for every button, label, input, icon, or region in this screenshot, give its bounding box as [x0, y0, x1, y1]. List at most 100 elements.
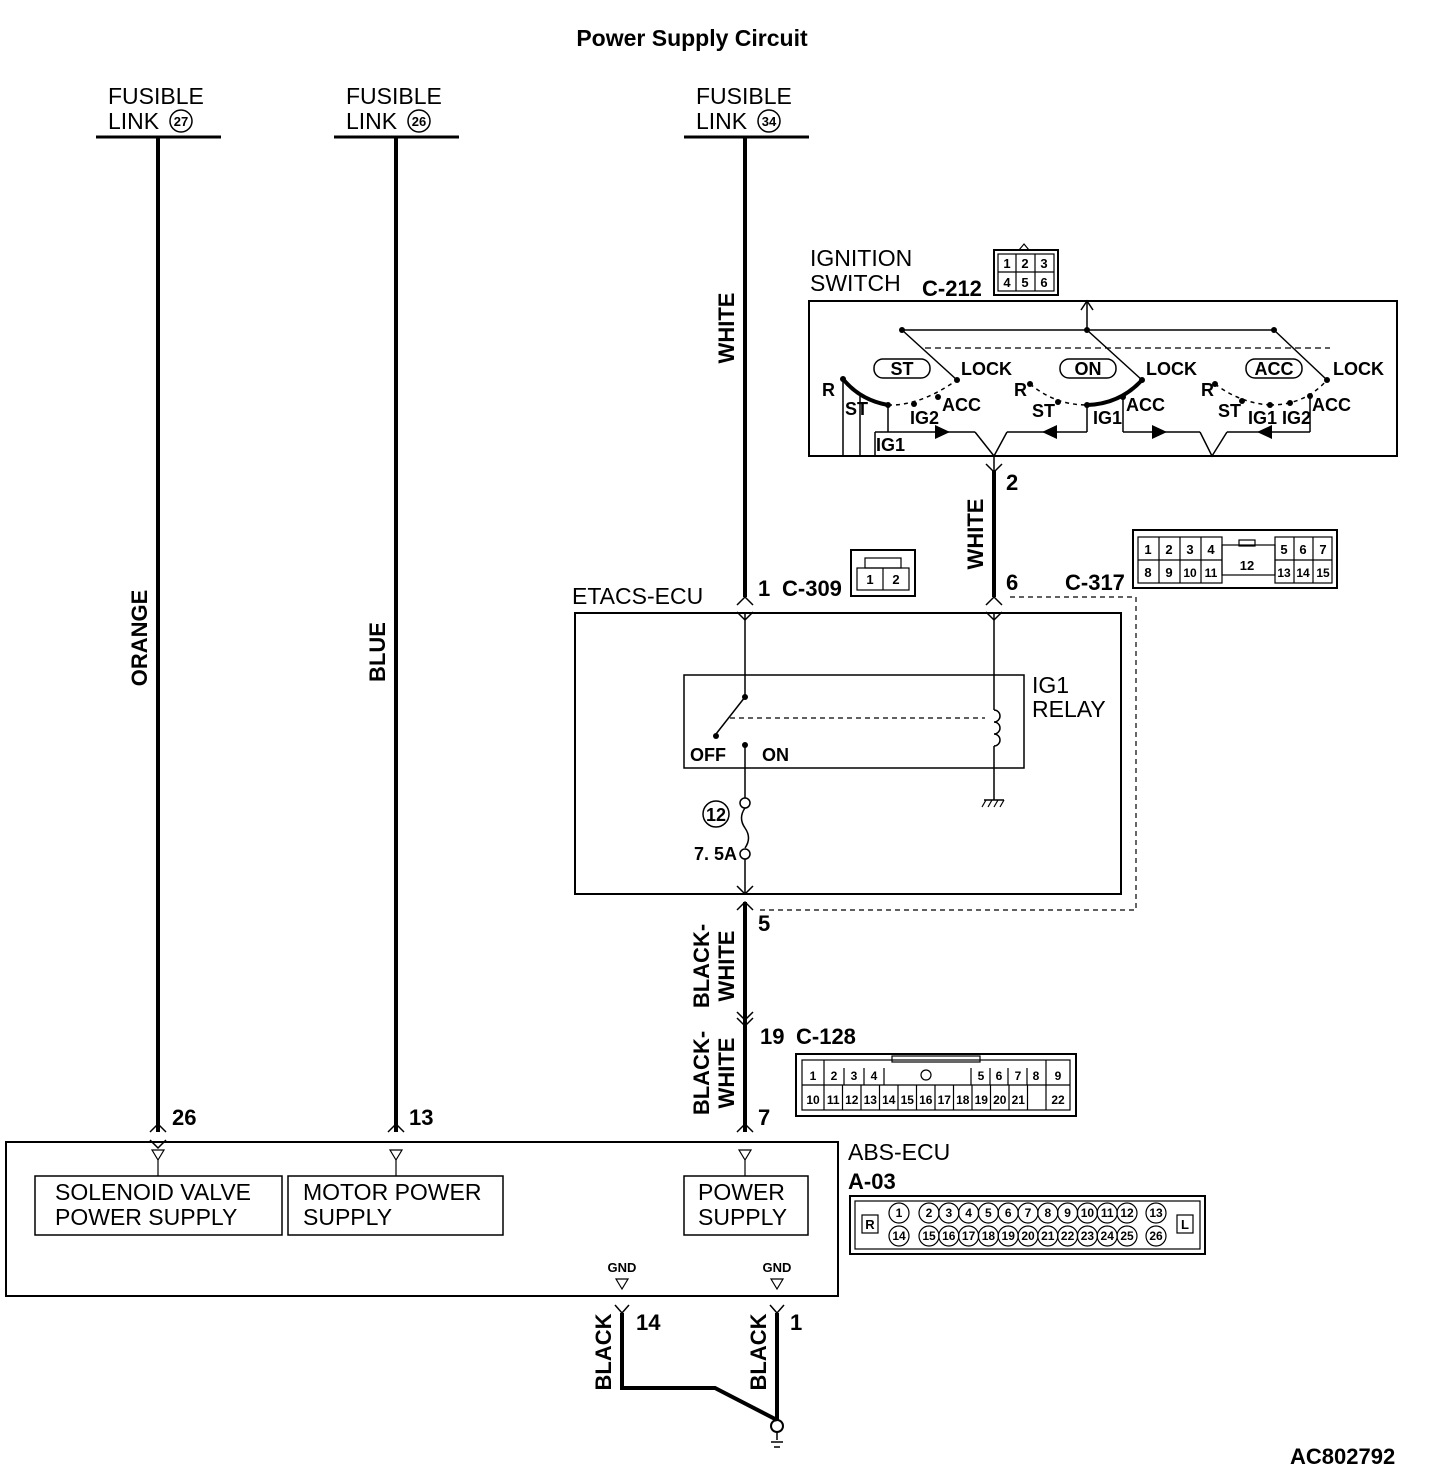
svg-text:LOCK: LOCK [1333, 359, 1384, 379]
svg-text:8: 8 [1144, 565, 1151, 580]
solenoid-valve-power-supply: SOLENOID VALVE POWER SUPPLY [34, 1175, 283, 1236]
c128-pin: 5 [978, 1069, 985, 1083]
c128-pin: 13 [864, 1093, 878, 1107]
c128-pin: 19 [975, 1093, 989, 1107]
svg-text:2: 2 [1165, 542, 1172, 557]
svg-text:9: 9 [1165, 565, 1172, 580]
svg-text:FUSIBLE: FUSIBLE [346, 83, 442, 109]
svg-text:LINK: LINK [696, 108, 748, 134]
a03-pin: 5 [985, 1206, 992, 1220]
svg-text:13: 13 [409, 1105, 433, 1130]
svg-text:GND: GND [608, 1260, 637, 1275]
connector-c309-label: C-309 [782, 576, 842, 601]
connector-c309: 1 2 [850, 549, 916, 597]
svg-text:14: 14 [636, 1310, 661, 1335]
svg-text:7: 7 [1319, 542, 1326, 557]
diagram-title: Power Supply Circuit [576, 25, 808, 51]
ig-switch-output-wire: 2 WHITE [963, 470, 1018, 597]
svg-text:IG1: IG1 [1093, 408, 1122, 428]
c128-pin: 6 [996, 1069, 1003, 1083]
c128-pin: 9 [1055, 1069, 1062, 1083]
a03-pin: 19 [1002, 1229, 1016, 1243]
connector-c317: 1 2 3 4 12 5 6 7 8 9 10 11 13 14 15 [1132, 529, 1338, 589]
svg-text:SOLENOID VALVE: SOLENOID VALVE [55, 1179, 251, 1205]
svg-text:ST: ST [1218, 401, 1241, 421]
a03-pin: 11 [1101, 1206, 1114, 1220]
svg-text:12: 12 [1240, 558, 1254, 573]
a03-pin: 24 [1101, 1229, 1115, 1243]
svg-text:27: 27 [174, 114, 188, 129]
svg-text:10: 10 [1183, 566, 1197, 580]
svg-text:IG2: IG2 [1282, 408, 1311, 428]
wire-color-orange: ORANGE [127, 590, 152, 687]
svg-text:BLACK-: BLACK- [689, 924, 714, 1008]
svg-text:LINK: LINK [346, 108, 398, 134]
c128-pin: 4 [871, 1069, 878, 1083]
svg-text:BLACK-: BLACK- [689, 1031, 714, 1115]
a03-pin: 21 [1041, 1229, 1055, 1243]
connector-c212-label: C-212 [922, 276, 982, 301]
a03-pin: 13 [1149, 1206, 1163, 1220]
svg-text:IGNITION: IGNITION [810, 245, 912, 271]
c128-pin: 18 [956, 1093, 970, 1107]
wire-color-blue: BLUE [365, 622, 390, 682]
svg-text:14: 14 [1296, 566, 1310, 580]
a03-pin: 15 [922, 1229, 936, 1243]
svg-text:ON: ON [762, 745, 789, 765]
power-supply-block: POWER SUPPLY [683, 1175, 809, 1236]
svg-text:2: 2 [1021, 256, 1028, 271]
svg-text:FUSIBLE: FUSIBLE [108, 83, 204, 109]
fusible-link-26: FUSIBLE LINK 26 BLUE [334, 83, 459, 1132]
a03-pin: 18 [982, 1229, 996, 1243]
svg-text:1: 1 [1144, 542, 1151, 557]
svg-text:R: R [865, 1217, 875, 1232]
svg-text:WHITE: WHITE [714, 1038, 739, 1109]
svg-text:2: 2 [892, 572, 899, 587]
svg-text:7. 5A: 7. 5A [694, 844, 737, 864]
c128-pin: 17 [938, 1093, 952, 1107]
svg-text:BLACK: BLACK [591, 1313, 616, 1390]
svg-text:19: 19 [760, 1024, 784, 1049]
svg-text:ST: ST [845, 399, 868, 419]
svg-text:BLACK: BLACK [746, 1313, 771, 1390]
svg-text:5: 5 [1021, 275, 1028, 290]
a03-pin: 10 [1081, 1206, 1095, 1220]
a03-pin: 23 [1081, 1229, 1095, 1243]
a03-pin: 8 [1044, 1206, 1051, 1220]
c128-pin: 12 [845, 1093, 859, 1107]
svg-text:SUPPLY: SUPPLY [303, 1204, 392, 1230]
svg-text:26: 26 [412, 114, 426, 129]
svg-text:26: 26 [172, 1105, 196, 1130]
connector-a03-label: A-03 [848, 1169, 896, 1194]
c128-pin: 22 [1051, 1093, 1065, 1107]
svg-text:R: R [1201, 380, 1214, 400]
abs-ecu: ABS-ECU A-03 SOLENOID VALVE POWER SUPPLY… [5, 1139, 950, 1297]
svg-text:ON: ON [1075, 359, 1102, 379]
c128-pin: 1 [810, 1069, 817, 1083]
c128-pin: 16 [919, 1093, 933, 1107]
fusible-link-27: FUSIBLE LINK 27 ORANGE [96, 83, 221, 1132]
a03-pin: 25 [1120, 1229, 1134, 1243]
a03-pin: 22 [1061, 1229, 1075, 1243]
svg-text:6: 6 [1299, 542, 1306, 557]
wire-color-white: WHITE [714, 293, 739, 364]
svg-text:SUPPLY: SUPPLY [698, 1204, 787, 1230]
a03-pin: 26 [1149, 1229, 1163, 1243]
svg-text:1: 1 [758, 576, 770, 601]
svg-text:POWER: POWER [698, 1179, 785, 1205]
c128-pin: 7 [1015, 1069, 1022, 1083]
svg-text:6: 6 [1006, 570, 1018, 595]
svg-text:3: 3 [1186, 542, 1193, 557]
svg-text:12: 12 [706, 805, 726, 825]
svg-text:IG2: IG2 [910, 408, 939, 428]
c128-pin: 2 [831, 1069, 838, 1083]
svg-text:ETACS-ECU: ETACS-ECU [572, 583, 703, 609]
c128-pin: 3 [851, 1069, 858, 1083]
c128-pin: 21 [1012, 1093, 1026, 1107]
svg-text:5: 5 [1280, 542, 1287, 557]
svg-text:3: 3 [1040, 256, 1047, 271]
svg-text:ACC: ACC [942, 395, 981, 415]
svg-text:ACC: ACC [1126, 395, 1165, 415]
